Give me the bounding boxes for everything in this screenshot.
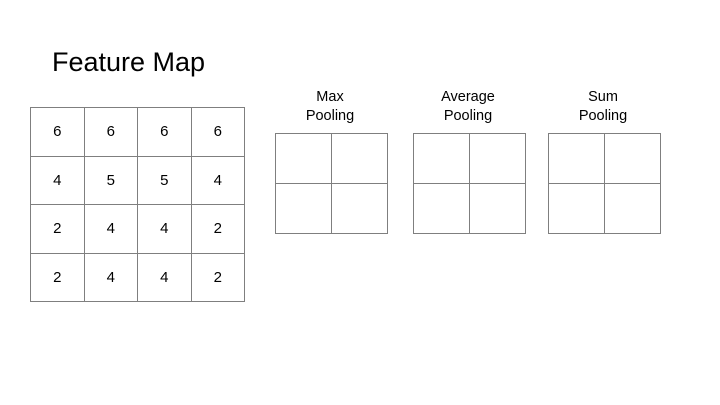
feature-map-cell: 2 bbox=[190, 252, 245, 302]
feature-map-cell: 4 bbox=[137, 252, 192, 302]
pooling-cell bbox=[275, 183, 332, 234]
feature-map-cell: 6 bbox=[137, 107, 192, 157]
feature-map-cell: 5 bbox=[83, 155, 138, 205]
pooling-cell bbox=[469, 183, 526, 234]
pooling-cell bbox=[275, 133, 332, 184]
feature-map-cell: 4 bbox=[83, 204, 138, 254]
pooling-label-average: Average Pooling bbox=[441, 89, 495, 124]
pooling-block-average: Average Pooling bbox=[413, 88, 526, 234]
pooling-block-max: Max Pooling bbox=[275, 88, 388, 234]
feature-map-cell: 2 bbox=[190, 204, 245, 254]
pooling-cell bbox=[331, 183, 388, 234]
pooling-grid-average bbox=[413, 133, 526, 234]
table-row bbox=[275, 133, 388, 184]
feature-map-cell: 6 bbox=[190, 107, 245, 157]
pooling-cell bbox=[469, 133, 526, 184]
table-row bbox=[548, 133, 661, 184]
feature-map-cell: 4 bbox=[83, 252, 138, 302]
feature-map-grid: 6 6 6 6 4 5 5 4 2 4 4 2 2 4 4 2 bbox=[30, 107, 245, 302]
table-row bbox=[275, 183, 388, 234]
pooling-cell bbox=[604, 183, 661, 234]
pooling-block-sum: Sum Pooling bbox=[548, 88, 661, 234]
pooling-grid-max bbox=[275, 133, 388, 234]
pooling-cell bbox=[413, 133, 470, 184]
feature-map-cell: 4 bbox=[30, 155, 85, 205]
pooling-cell bbox=[548, 183, 605, 234]
table-row: 6 6 6 6 bbox=[30, 107, 245, 157]
page-title: Feature Map bbox=[52, 47, 206, 77]
pooling-grid-sum bbox=[548, 133, 661, 234]
feature-map-cell: 6 bbox=[83, 107, 138, 157]
table-row bbox=[548, 183, 661, 234]
table-row: 4 5 5 4 bbox=[30, 155, 245, 205]
feature-map-cell: 4 bbox=[190, 155, 245, 205]
feature-map-cell: 5 bbox=[137, 155, 192, 205]
table-row bbox=[413, 183, 526, 234]
feature-map-cell: 2 bbox=[30, 252, 85, 302]
pooling-cell bbox=[548, 133, 605, 184]
pooling-cell bbox=[331, 133, 388, 184]
pooling-label-max: Max Pooling bbox=[305, 89, 355, 124]
table-row bbox=[413, 133, 526, 184]
table-row: 2 4 4 2 bbox=[30, 252, 245, 302]
table-row: 2 4 4 2 bbox=[30, 204, 245, 254]
pooling-cell bbox=[604, 133, 661, 184]
feature-map-cell: 6 bbox=[30, 107, 85, 157]
pooling-label-sum: Sum Pooling bbox=[578, 89, 628, 124]
pooling-cell bbox=[413, 183, 470, 234]
feature-map-cell: 2 bbox=[30, 204, 85, 254]
feature-map-cell: 4 bbox=[137, 204, 192, 254]
